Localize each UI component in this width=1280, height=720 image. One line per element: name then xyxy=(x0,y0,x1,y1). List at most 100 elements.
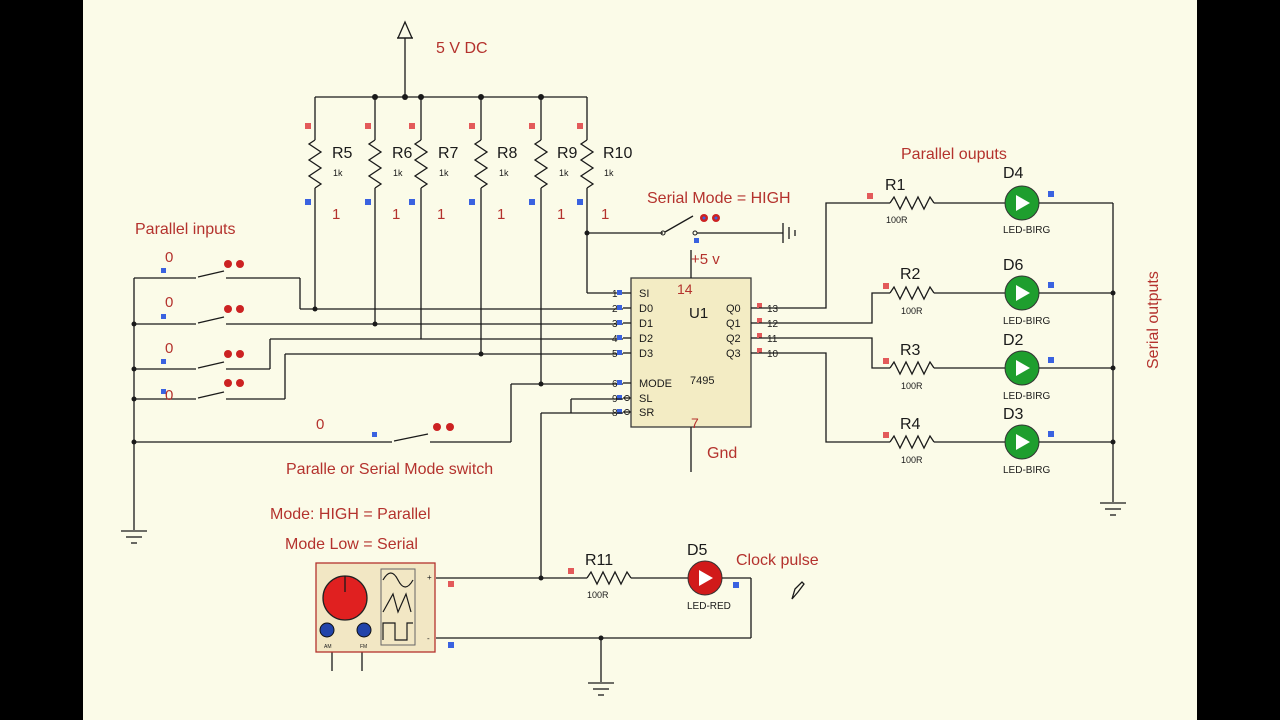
resistor-value: 1k xyxy=(393,168,403,178)
svg-text:MODE: MODE xyxy=(639,378,672,390)
am-label: AM xyxy=(324,644,332,650)
supply-label: 5 V DC xyxy=(436,40,488,57)
serial-mode-switch[interactable] xyxy=(587,214,796,243)
signal-generator[interactable]: AM FM + - xyxy=(315,562,454,671)
serial-outputs-label: Serial outputs xyxy=(1145,271,1162,369)
output-stage-2[interactable]: R2 100R D6 LED-BIRG xyxy=(883,257,1113,327)
mode-switch[interactable]: 0 xyxy=(134,383,623,443)
resistor-ref: R4 xyxy=(900,416,921,433)
resistor-ref: R1 xyxy=(885,177,906,194)
chip-part: 7495 xyxy=(690,375,714,387)
resistor-ref: R6 xyxy=(392,145,413,162)
resistor-value: 1k xyxy=(439,168,449,178)
chip-ref: U1 xyxy=(689,305,708,322)
am-knob-icon[interactable] xyxy=(319,622,335,638)
svg-text:-: - xyxy=(427,634,430,643)
svg-text:SI: SI xyxy=(639,288,649,300)
output-stage-4[interactable]: R4 100R D3 LED-BIRG xyxy=(883,406,1113,476)
fm-label: FM xyxy=(360,644,367,650)
resistor-ref: R10 xyxy=(603,145,632,162)
logic-state: 1 xyxy=(392,206,400,223)
svg-text:Q2: Q2 xyxy=(726,333,741,345)
mode-switch-label: Paralle or Serial Mode switch xyxy=(286,461,493,478)
input-switch-d1[interactable]: 0 xyxy=(134,294,623,325)
mode-low-label: Mode Low = Serial xyxy=(285,536,418,553)
led-ref: D6 xyxy=(1003,257,1024,274)
clock-stage[interactable]: R11 100R D5 LED-RED xyxy=(568,542,752,638)
switch-state: 0 xyxy=(165,340,173,357)
parallel-inputs-label: Parallel inputs xyxy=(135,221,236,238)
led-value: LED-BIRG xyxy=(1003,225,1050,236)
resistor-value: 1k xyxy=(333,168,343,178)
parallel-outputs-label: Parallel ouputs xyxy=(901,146,1007,163)
led-ref: D5 xyxy=(687,542,708,559)
switch-state: 0 xyxy=(316,416,324,433)
pullup-resistor-r10[interactable]: R10 1k 1 xyxy=(577,97,632,293)
svg-text:12: 12 xyxy=(767,319,779,330)
resistor-ref: R7 xyxy=(438,145,459,162)
ground-symbol xyxy=(121,530,147,544)
logic-state: 1 xyxy=(557,206,565,223)
output-stage-1[interactable]: R1 100R D4 LED-BIRG xyxy=(866,165,1113,236)
input-switch-d3[interactable]: 0 xyxy=(134,353,623,404)
led-value: LED-BIRG xyxy=(1003,465,1050,476)
led-ref: D3 xyxy=(1003,406,1024,423)
chip-pin-q1: Q1 12 xyxy=(726,318,779,330)
chip-pin-d1: 3 D1 xyxy=(612,318,653,330)
resistor-ref: R9 xyxy=(557,145,578,162)
svg-text:3: 3 xyxy=(612,319,618,330)
vcc-pin-number: 14 xyxy=(677,281,693,297)
svg-text:SL: SL xyxy=(639,393,652,405)
resistor-value: 100R xyxy=(886,215,908,225)
resistor-value: 1k xyxy=(499,168,509,178)
input-switch-d2[interactable]: 0 xyxy=(134,338,623,370)
power-terminal xyxy=(397,20,413,97)
pullup-resistor-r7[interactable]: R7 1k 1 xyxy=(409,97,459,339)
mode-high-label: Mode: HIGH = Parallel xyxy=(270,506,431,523)
gnd-label: Gnd xyxy=(707,445,737,462)
resistor-value: 100R xyxy=(901,306,923,316)
led-value: LED-RED xyxy=(687,601,731,612)
resistor-value: 100R xyxy=(587,590,609,600)
led-value: LED-BIRG xyxy=(1003,316,1050,327)
svg-text:Q1: Q1 xyxy=(726,318,741,330)
output-stage-3[interactable]: R3 100R D2 LED-BIRG xyxy=(883,332,1113,402)
chip-pin-q0: Q0 13 xyxy=(726,303,779,315)
svg-text:Q3: Q3 xyxy=(726,348,741,360)
svg-text:2: 2 xyxy=(612,304,618,315)
svg-text:11: 11 xyxy=(767,334,778,345)
resistor-ref: R8 xyxy=(497,145,518,162)
svg-text:4: 4 xyxy=(612,334,618,345)
ground-symbol xyxy=(588,682,614,696)
resistor-value: 100R xyxy=(901,381,923,391)
svg-text:1: 1 xyxy=(612,289,618,300)
pullup-resistor-r8[interactable]: R8 1k 1 xyxy=(469,97,518,354)
resistor-ref: R11 xyxy=(585,552,613,569)
chip-pin-q2: Q2 11 xyxy=(726,333,778,345)
resistor-value: 100R xyxy=(901,455,923,465)
pullup-resistor-r5[interactable]: R5 1k 1 xyxy=(305,97,353,309)
gnd-pin-number: 7 xyxy=(691,415,699,431)
switch-state: 0 xyxy=(165,249,173,266)
fm-knob-icon[interactable] xyxy=(356,622,372,638)
pullup-resistor-r9[interactable]: R9 1k 1 xyxy=(529,97,578,384)
sawtooth-wave-icon xyxy=(382,592,412,614)
shift-register-u1[interactable]: 14 U1 7495 7 xyxy=(630,250,752,472)
svg-text:13: 13 xyxy=(767,304,779,315)
svg-text:Q0: Q0 xyxy=(726,303,741,315)
pullup-resistor-r6[interactable]: R6 1k 1 xyxy=(365,97,413,324)
svg-text:D3: D3 xyxy=(639,348,653,360)
input-switch-d0[interactable]: 0 xyxy=(134,249,623,310)
ground-symbol xyxy=(1100,502,1126,516)
sine-wave-icon xyxy=(382,572,414,588)
vcc-label: +5 v xyxy=(691,251,720,268)
square-wave-icon xyxy=(382,622,413,641)
chip-pin-si: 1 SI xyxy=(612,288,649,300)
svg-text:D1: D1 xyxy=(639,318,653,330)
resistor-value: 1k xyxy=(604,168,614,178)
